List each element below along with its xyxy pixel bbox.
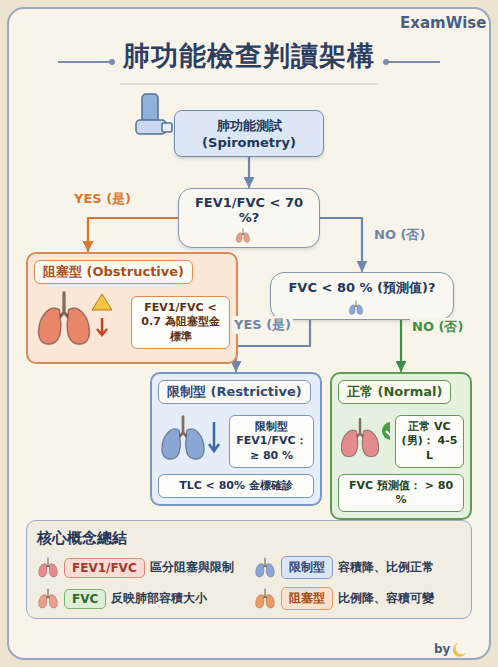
panel-heading: 正常 (Normal) xyxy=(338,380,451,404)
flow-arrow xyxy=(88,218,178,251)
concept-description: 反映肺部容積大小 xyxy=(111,590,207,607)
summary-panel: 核心概念總結 FEV1/FVC 區分阻塞與限制 限制型容積降、比例正常 FVC 反映肺部容… xyxy=(26,520,472,619)
criterion-box: FEV1/FVC < 0.7 為阻塞型金標準 xyxy=(131,296,230,349)
check-mark xyxy=(386,426,390,435)
lung-icon xyxy=(254,588,276,610)
lung-icon xyxy=(254,557,276,579)
lung-shape xyxy=(236,229,250,243)
process-box: 肺功能測試 (Spirometry) xyxy=(174,110,324,157)
credit-label: by xyxy=(434,642,450,656)
flow-arrow xyxy=(320,218,362,271)
frame xyxy=(8,8,490,659)
criterion-text: FEV1/FVC < 0.7 為阻塞型金標準 xyxy=(137,301,224,344)
pill-text: FVC xyxy=(72,592,98,606)
pill-text: 限制型 xyxy=(289,559,325,576)
lung-icon xyxy=(37,588,59,610)
result-panel: 阻塞型 (Obstructive) FEV1/FVC < 0.7 為阻塞型金標準 xyxy=(26,252,238,364)
brand-label: ExamWise xyxy=(400,14,486,32)
panel-art xyxy=(34,290,126,350)
criterion-box: TLC < 80% 金標確診 xyxy=(158,474,314,498)
concept-pill: FVC xyxy=(64,589,106,609)
summary-heading: 核心概念總結 xyxy=(37,529,461,548)
flow-arrow xyxy=(248,157,250,187)
lung-shape xyxy=(256,558,275,577)
panel-below: FVC 預測值： > 80 % xyxy=(338,474,464,513)
panel-heading: 阻塞型 (Obstructive) xyxy=(34,260,193,284)
diagram-title: 肺功能檢查判讀架構 xyxy=(0,38,498,74)
panel-art xyxy=(338,417,390,461)
lung-shape xyxy=(162,416,205,459)
lung-icon xyxy=(158,414,224,464)
lung-shape xyxy=(39,293,90,344)
panel-body: 限制型 FEV1/FVC： ≥ 80 % xyxy=(158,410,314,468)
flow-arrow xyxy=(400,320,402,371)
concept-pill: 阻塞型 xyxy=(281,587,333,610)
summary-item: FEV1/FVC 區分阻塞與限制 xyxy=(37,556,244,579)
box-text: 肺功能測試 (Spirometry) xyxy=(183,117,315,150)
lung-icon xyxy=(235,228,263,244)
lung-icon xyxy=(34,290,126,350)
result-panel: 正常 (Normal) 正常 VC (男)： 4-5 L FVC 預測值： > 80… xyxy=(330,372,472,520)
panel-column: FEV1/FVC < 0.7 為阻塞型金標準 xyxy=(131,291,230,349)
decision-icon xyxy=(235,228,263,244)
panel-body: FEV1/FVC < 0.7 為阻塞型金標準 xyxy=(34,290,230,350)
lung-shape xyxy=(349,301,363,315)
pill-text: FEV1/FVC xyxy=(72,561,137,575)
inhaler-icon xyxy=(136,94,172,134)
edge-label: NO (否) xyxy=(372,226,427,244)
criterion-text: 限制型 FEV1/FVC： ≥ 80 % xyxy=(235,420,308,463)
criterion-text: FVC 預測值： > 80 % xyxy=(344,479,458,508)
concept-description: 區分阻塞與限制 xyxy=(150,559,234,576)
check-badge xyxy=(382,422,390,440)
lung-shape xyxy=(256,589,275,608)
panel-column: 正常 VC (男)： 4-5 L xyxy=(395,410,464,468)
lung-icon xyxy=(348,300,376,316)
summary-grid: FEV1/FVC 區分阻塞與限制 限制型容積降、比例正常 FVC 反映肺部容積大小 阻塞型… xyxy=(37,556,461,610)
result-panel: 限制型 (Restrictive) 限制型 FEV1/FVC： ≥ 80 % TLC… xyxy=(150,372,322,506)
decision-box: FVC < 80 % (預測值)? xyxy=(270,272,454,320)
moon-icon xyxy=(453,643,466,657)
decision-box: FEV1/FVC < 70 %? xyxy=(178,188,320,248)
edge-label: YES (是) xyxy=(72,190,133,208)
concept-description: 比例降、容積可變 xyxy=(338,590,434,607)
criterion-text: TLC < 80% 金標確診 xyxy=(164,479,308,493)
warning-icon xyxy=(92,294,112,310)
criterion-box: 正常 VC (男)： 4-5 L xyxy=(395,415,464,468)
criterion-box: FVC 預測值： > 80 % xyxy=(338,474,464,513)
lung-icon xyxy=(338,417,390,461)
summary-item: 阻塞型比例降、容積可變 xyxy=(254,587,461,610)
concept-pill: FEV1/FVC xyxy=(64,558,145,578)
title-underline xyxy=(120,84,378,85)
panel-column: 限制型 FEV1/FVC： ≥ 80 % xyxy=(229,410,314,468)
panel-below: TLC < 80% 金標確診 xyxy=(158,474,314,498)
concept-description: 容積降、比例正常 xyxy=(338,559,434,576)
panel-body: 正常 VC (男)： 4-5 L xyxy=(338,410,464,468)
down-arrow xyxy=(209,422,219,451)
lung-shape xyxy=(341,419,378,457)
decision-icon xyxy=(348,300,376,316)
panel-art xyxy=(158,414,224,464)
box-text: FVC < 80 % (預測值)? xyxy=(279,279,445,297)
lung-icon xyxy=(37,557,59,579)
edge-label: YES (是) xyxy=(232,316,293,334)
criterion-box: 限制型 FEV1/FVC： ≥ 80 % xyxy=(229,415,314,468)
concept-pill: 限制型 xyxy=(281,556,333,579)
box-text: FEV1/FVC < 70 %? xyxy=(187,195,311,225)
panel-heading: 限制型 (Restrictive) xyxy=(158,380,311,404)
summary-item: FVC 反映肺部容積大小 xyxy=(37,587,244,610)
pill-text: 阻塞型 xyxy=(289,590,325,607)
edge-label: NO (否) xyxy=(410,318,465,336)
lung-shape xyxy=(39,589,58,608)
down-arrow xyxy=(97,318,107,335)
lung-shape xyxy=(39,558,58,577)
criterion-text: 正常 VC (男)： 4-5 L xyxy=(401,420,458,463)
summary-item: 限制型容積降、比例正常 xyxy=(254,556,461,579)
